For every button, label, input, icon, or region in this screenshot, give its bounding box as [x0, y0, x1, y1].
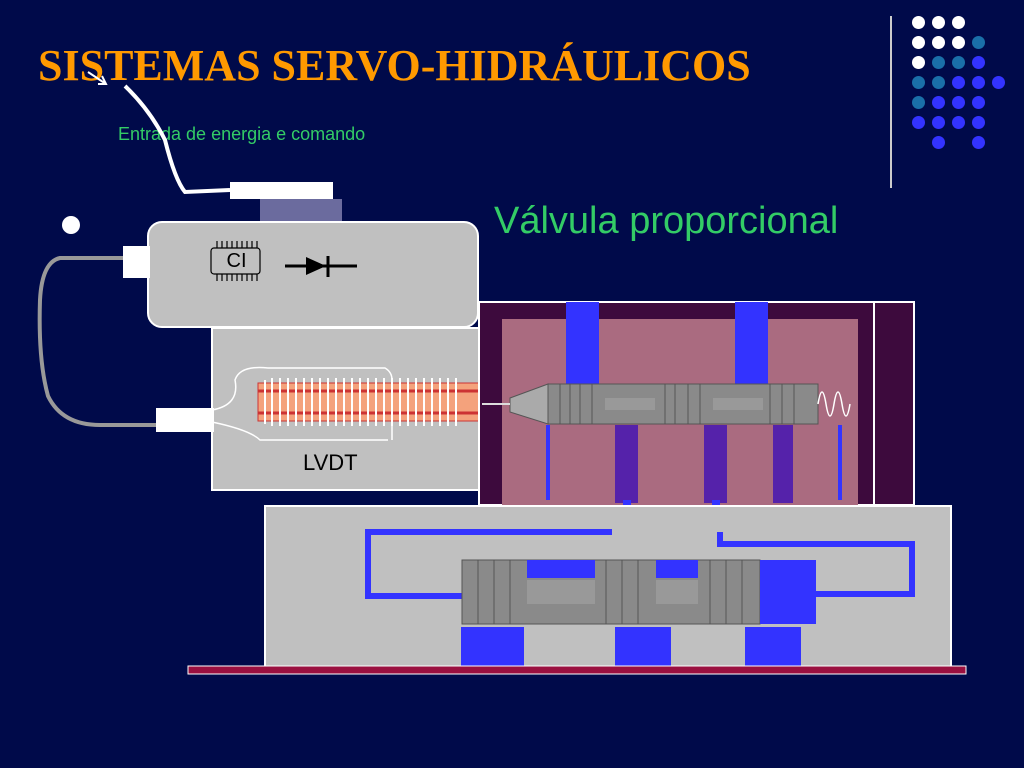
decor-dot [972, 76, 985, 89]
pilot-channel-3 [773, 425, 793, 503]
decor-dot [912, 76, 925, 89]
main-port-1 [461, 627, 524, 667]
electronics-box [147, 221, 479, 328]
diode-icon [285, 256, 357, 277]
valve-label: Válvula proporcional [494, 200, 839, 242]
pilot-spring [817, 391, 851, 417]
decor-dot [912, 56, 925, 69]
top-connector [230, 182, 333, 199]
decor-dot [932, 36, 945, 49]
lvdt-label: LVDT [303, 450, 358, 475]
base-plate [187, 665, 967, 675]
lvdt-wires [211, 366, 393, 441]
decor-dot [912, 116, 925, 129]
lvdt-coil [264, 378, 457, 426]
decor-dot [952, 16, 965, 29]
decor-dot [972, 96, 985, 109]
input-label: Entrada de energia e comando [118, 124, 366, 144]
cable-arrow [87, 71, 108, 85]
decor-dot [932, 96, 945, 109]
decor-dot [912, 96, 925, 109]
ci-label: CI [226, 250, 247, 272]
decor-dot [952, 76, 965, 89]
decor-dot [952, 96, 965, 109]
left-connector [123, 246, 150, 278]
pilot-end-cap [873, 301, 915, 506]
pilot-channel-2 [704, 425, 727, 503]
decor-dot [952, 56, 965, 69]
control-cable [123, 84, 231, 195]
main-port-2 [615, 627, 671, 667]
bullet-point [62, 216, 80, 234]
decor-dot [972, 36, 985, 49]
main-port-3 [745, 627, 801, 667]
decor-dot [972, 116, 985, 129]
decor-dot [932, 16, 945, 29]
decor-dot [952, 116, 965, 129]
decor-dot [932, 76, 945, 89]
decor-dot [932, 56, 945, 69]
top-connector-base [260, 199, 342, 223]
feedback-cable [37, 256, 158, 427]
pilot-port-right [735, 302, 768, 386]
main-spool [461, 559, 761, 625]
pilot-channel-1 [615, 425, 638, 503]
decor-dot [932, 136, 945, 149]
decor-dot [972, 56, 985, 69]
pilot-spool [547, 383, 819, 425]
divider-line [890, 16, 892, 188]
integrated-circuit-icon [210, 241, 261, 281]
pilot-port-left [566, 302, 599, 386]
main-actuator-chamber [760, 560, 816, 624]
decor-dot [912, 16, 925, 29]
decor-dot [972, 136, 985, 149]
decor-dot [932, 116, 945, 129]
main-channel [365, 529, 915, 599]
lvdt-connector [156, 408, 214, 432]
slide-title: SISTEMAS SERVO-HIDRÁULICOS [38, 41, 751, 90]
decor-dot [912, 36, 925, 49]
decor-dot [952, 36, 965, 49]
decor-dot [992, 76, 1005, 89]
